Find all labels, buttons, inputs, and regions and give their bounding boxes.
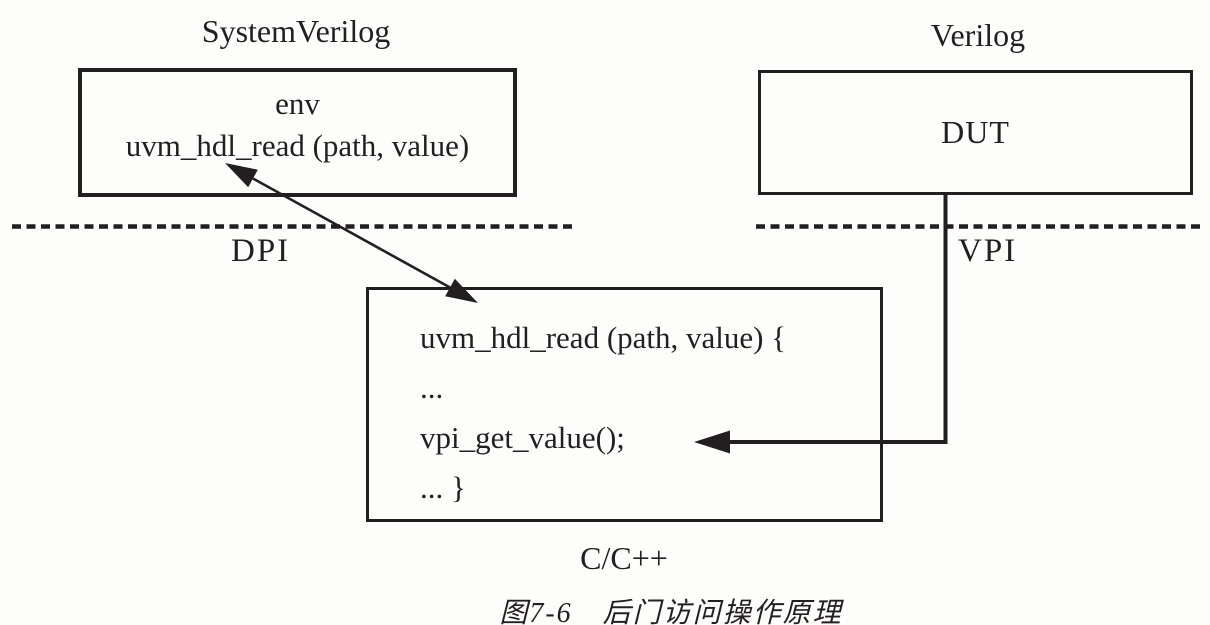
dpi-label: DPI — [231, 233, 291, 269]
c-code-box: uvm_hdl_read (path, value) { ... vpi_get… — [366, 287, 883, 522]
verilog-layer-title: Verilog — [930, 17, 1026, 53]
uvm-hdl-read-call: uvm_hdl_read (path, value) — [125, 128, 470, 163]
vpi-label: VPI — [958, 233, 1018, 269]
c-code-line-closing: ... } — [420, 470, 466, 505]
env-box: env uvm_hdl_read (path, value) — [78, 68, 517, 197]
c-code-line-signature: uvm_hdl_read (path, value) { — [420, 320, 787, 355]
dut-label: DUT — [941, 114, 1010, 150]
dut-box: DUT — [758, 70, 1193, 195]
figure-caption: 图7-6 后门访问操作原理 — [499, 598, 843, 625]
systemverilog-layer-title: SystemVerilog — [201, 13, 391, 49]
c-language-label: C/C++ — [580, 540, 668, 576]
c-code-line-vpi-get-value: vpi_get_value(); — [420, 420, 625, 455]
env-box-title: env — [275, 86, 320, 121]
c-code-line-ellipsis-1: ... — [420, 370, 444, 405]
